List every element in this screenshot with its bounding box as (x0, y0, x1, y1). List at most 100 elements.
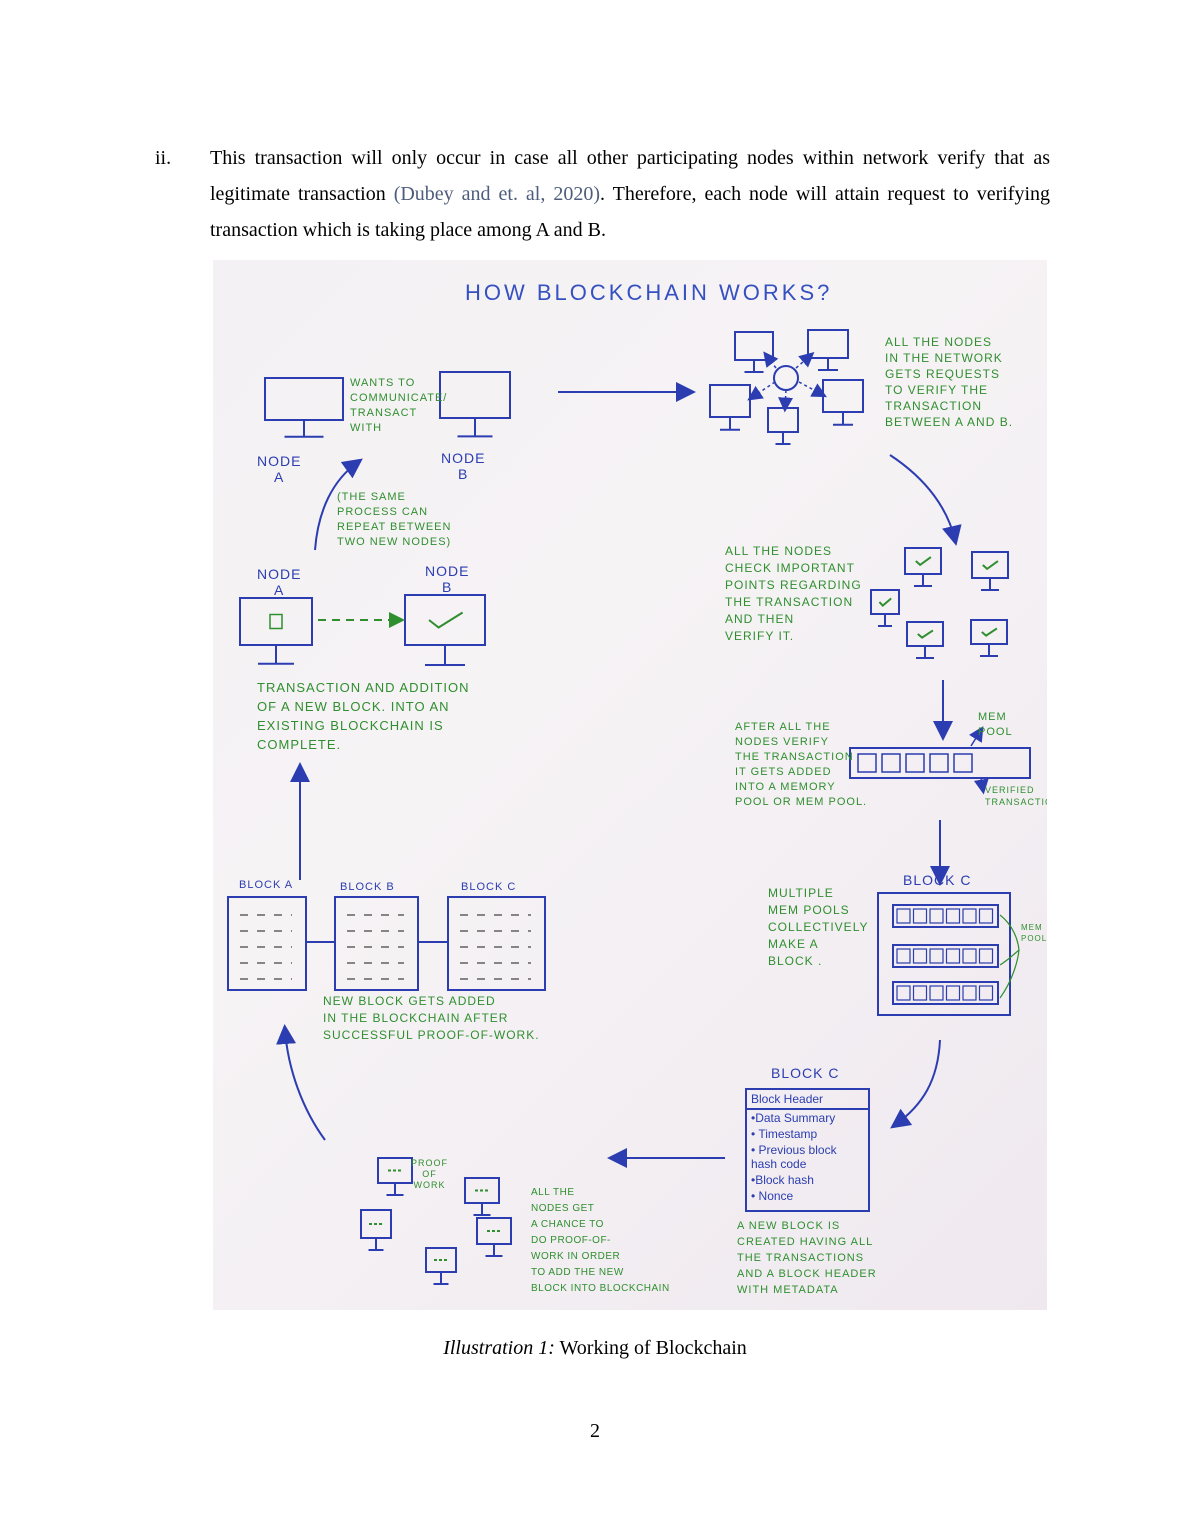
transaction-icon (912, 908, 928, 924)
mem-pools-side-label: MEM POOLS (1021, 923, 1047, 943)
header-item: • Previous block hash code (751, 1143, 837, 1171)
page-number: 2 (590, 1420, 600, 1442)
monitor-icon (870, 589, 900, 615)
transaction-icon (962, 908, 977, 924)
transaction-icon (953, 753, 973, 773)
header-item: •Block hash (751, 1173, 814, 1187)
monitor-icon (767, 407, 799, 433)
curved-down-arrow (889, 454, 962, 546)
header-item: • Timestamp (751, 1127, 818, 1141)
block-c-header-label: BLOCK C (771, 1065, 840, 1081)
check-icon (981, 627, 998, 637)
monitor-icon (906, 621, 944, 647)
network-requests-text: ALL THE NODES IN THE NETWORK GETS REQUES… (885, 335, 1014, 429)
check-icon (915, 556, 932, 567)
monitor-icon (971, 551, 1009, 579)
transaction-icon (929, 753, 949, 773)
transaction-icon (896, 908, 911, 924)
new-block-created-text: A NEW BLOCK IS CREATED HAVING ALL THE TR… (737, 1220, 877, 1296)
curved-down-arrow-2 (890, 1039, 941, 1129)
text-before: This transaction will only occur in case… (210, 147, 1050, 205)
monitor-icon (239, 597, 313, 646)
all-nodes-chance-text: ALL THE NODES GET A CHANCE TO DO PROOF-O… (531, 1187, 670, 1294)
blockchain-illustration: HOW BLOCKCHAIN WORKS? WANTS TO COMMUNICA… (213, 260, 1047, 1310)
after-verify-text: AFTER ALL THE NODES VERIFY THE TRANSACTI… (735, 721, 868, 808)
monitor-icon (264, 377, 344, 421)
multiple-mempools-text: MULTIPLE MEM POOLS COLLECTIVELY MAKE A B… (768, 886, 869, 968)
mempool-row (892, 981, 999, 1005)
node-b-label-2: NODE B (425, 563, 470, 595)
same-process-text: (THE SAME PROCESS CAN REPEAT BETWEEN TWO… (337, 491, 452, 548)
figure-title: HOW BLOCKCHAIN WORKS? (465, 280, 833, 305)
network-link (778, 389, 794, 413)
network-link (747, 381, 776, 401)
block-b-label: BLOCK B (340, 881, 395, 893)
mempools-brace (999, 914, 1020, 999)
mempool-pointer (969, 726, 984, 747)
check-icon (428, 611, 464, 629)
block-c-chain-label: BLOCK C (461, 881, 517, 893)
transaction-icon (962, 948, 977, 964)
transaction-complete-text: TRANSACTION AND ADDITION OF A NEW BLOCK.… (257, 680, 470, 752)
proof-of-work-label: PROOF OF WORK (411, 1158, 449, 1190)
network-hub (773, 365, 799, 391)
monitor-icon (439, 371, 511, 419)
curved-up-arrow-2 (276, 1024, 326, 1141)
new-block-added-text: NEW BLOCK GETS ADDED IN THE BLOCKCHAIN A… (323, 994, 540, 1042)
mempool-box (849, 747, 1031, 779)
monitor-icon (709, 384, 751, 418)
caption-text: Working of Blockchain (554, 1337, 747, 1359)
transaction-icon (929, 948, 944, 964)
header-item: • Nonce (751, 1189, 794, 1203)
transaction-icon (978, 985, 994, 1001)
check-points-text: ALL THE NODES CHECK IMPORTANT POINTS REG… (725, 544, 862, 643)
mem-pool-label: MEM POOL (978, 711, 1013, 738)
check-icon (878, 597, 892, 607)
transaction-icon (881, 753, 901, 773)
transaction-icon (929, 908, 944, 924)
chain-block (334, 896, 419, 991)
chain-block (227, 896, 307, 991)
citation-link[interactable]: (Dubey and et. al, 2020) (393, 183, 601, 205)
list-number: ii. (155, 147, 172, 169)
monitor-icon (807, 329, 849, 359)
network-link (798, 381, 827, 398)
transaction-icon (962, 985, 977, 1001)
verified-pointer (973, 777, 989, 795)
transaction-icon (945, 908, 961, 924)
caption-label: Illustration 1: (443, 1337, 555, 1359)
block-a-label: BLOCK A (239, 879, 294, 891)
text-after: . Therefore, each node will attain reque… (210, 183, 1051, 241)
block-c-label: BLOCK C (903, 872, 972, 888)
monitor-icon (404, 594, 486, 646)
document-icon (269, 613, 283, 630)
node-b-label: NODE B (441, 450, 486, 482)
sketch-drawing (227, 329, 1031, 1285)
transaction-icon (857, 753, 877, 773)
curved-up-arrow (314, 458, 363, 551)
mempool-row (892, 944, 999, 968)
block-header-box: Block Header •Data Summary • Timestamp •… (745, 1088, 870, 1212)
transaction-icon (912, 948, 928, 964)
transaction-icon (912, 985, 928, 1001)
node-a-label-2: NODE A (257, 566, 302, 598)
block-c-box (877, 892, 1011, 1016)
transaction-icon (978, 948, 994, 964)
node-a-label: NODE A (257, 453, 302, 485)
body-paragraph: ii. This transaction will only occur in … (155, 140, 1050, 248)
check-icon (982, 560, 999, 571)
verified-transaction-label: VERIFIED TRANSACTION (985, 785, 1047, 807)
network-link (763, 351, 779, 369)
mempool-row (892, 904, 999, 928)
transaction-icon (896, 985, 911, 1001)
figure-caption: Illustration 1: Working of Blockchain (0, 1337, 1190, 1360)
transaction-icon (905, 753, 925, 773)
paragraph-text: This transaction will only occur in case… (210, 140, 1050, 248)
check-icon (917, 629, 934, 639)
header-item: •Data Summary (751, 1111, 836, 1125)
monitor-icon (822, 379, 864, 413)
transaction-icon (929, 985, 944, 1001)
transaction-icon (945, 985, 961, 1001)
wants-to-text: WANTS TO COMMUNICATE/ TRANSACT WITH (350, 377, 448, 434)
block-header-title: Block Header (747, 1090, 868, 1110)
